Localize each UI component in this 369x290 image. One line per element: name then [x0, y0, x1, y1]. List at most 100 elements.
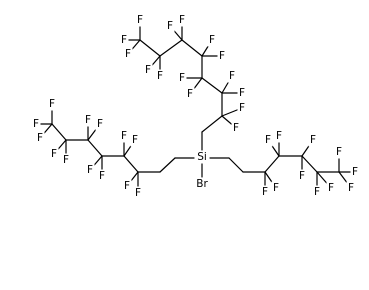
fluorine-atom: F	[314, 186, 320, 198]
fluorine-atom-group: F	[49, 147, 59, 161]
fluorine-atom: F	[179, 14, 185, 26]
fluorine-atom: F	[145, 64, 151, 76]
fluorine-atom-group: F	[346, 181, 356, 195]
fluorine-atom-halo	[326, 181, 336, 195]
fluorine-atom-halo	[130, 133, 140, 147]
fluorine-atom-halo	[97, 169, 107, 183]
fluorine-atom: F	[239, 102, 245, 114]
fluorine-atom-halo	[297, 169, 307, 183]
fluorine-atom-halo	[177, 71, 187, 85]
fluorine-atom-group: F	[123, 47, 133, 61]
fluorine-atom-halo	[31, 117, 41, 131]
fluorine-atom: F	[132, 134, 138, 146]
fluorine-atom-group: F	[263, 133, 273, 147]
fluorine-atom: F	[63, 154, 69, 166]
fluorine-atom-halo	[177, 13, 187, 27]
fluorine-atom-group: F	[227, 69, 237, 83]
fluorine-atom-halo	[35, 131, 45, 145]
fluorine-atom-group: F	[35, 131, 45, 145]
fluorine-atom-halo	[122, 179, 132, 193]
fluorine-atom-group: F	[83, 113, 93, 127]
fluorine-atom: F	[37, 132, 43, 144]
fluorine-atom: F	[273, 182, 279, 194]
bond-layer	[35, 19, 356, 194]
fluorine-atom-group: F	[334, 145, 344, 159]
silicon-atom: Si	[197, 151, 207, 163]
top-chain-bond	[139, 39, 161, 57]
bromine-atom-halo	[195, 177, 209, 191]
fluorine-atom-group: F	[95, 117, 105, 131]
fluorine-atom-halo	[119, 129, 129, 143]
top-chain-bond	[201, 77, 223, 94]
top-chain-bond	[181, 39, 203, 57]
fluorine-atom-halo	[231, 121, 241, 135]
fluorine-atom: F	[187, 88, 193, 100]
fluorine-atom-halo	[85, 163, 95, 177]
fluorine-atom: F	[209, 34, 215, 46]
fluorine-atom-group: F	[312, 185, 322, 199]
fluorine-atom-group: F	[133, 186, 143, 200]
fluorine-atom-halo	[185, 87, 195, 101]
fluorine-atom-group: F	[274, 129, 284, 143]
fluorine-atom: F	[262, 186, 268, 198]
silicon-atom-group: Si	[195, 150, 209, 164]
top-chain-bond	[201, 115, 223, 133]
fluorine-atom-halo	[83, 113, 93, 127]
fluorine-atom-halo	[271, 181, 281, 195]
fluorine-atom-halo	[207, 33, 217, 47]
fluorine-atom: F	[179, 72, 185, 84]
fluorine-atom-group: F	[135, 13, 145, 27]
left-chain-bond	[51, 123, 67, 141]
fluorine-atom-halo	[95, 117, 105, 131]
fluorine-atom: F	[99, 170, 105, 182]
fluorine-atom: F	[328, 182, 334, 194]
fluorine-atom: F	[167, 20, 173, 32]
fluorine-atom: F	[299, 170, 305, 182]
fluorine-atom-group: F	[130, 133, 140, 147]
fluorine-atom-halo	[165, 19, 175, 33]
fluorine-atom-halo	[61, 153, 71, 167]
bromine-atom: Br	[196, 178, 208, 190]
fluorine-atom-halo	[155, 69, 165, 83]
fluorine-atom: F	[219, 50, 225, 62]
fluorine-atom-halo	[143, 63, 153, 77]
fluorine-atom-group: F	[271, 181, 281, 195]
fluorine-atom: F	[157, 70, 163, 82]
fluorine-atom-group: F	[47, 97, 57, 111]
fluorine-atom-group: F	[237, 101, 247, 115]
fluorine-atom-group: F	[122, 179, 132, 193]
fluorine-atom: F	[276, 130, 282, 142]
fluorine-atom-group: F	[119, 33, 129, 47]
fluorine-atom-halo	[346, 181, 356, 195]
fluorine-atom-halo	[312, 185, 322, 199]
fluorine-atom-halo	[49, 147, 59, 161]
left-chain-bond	[159, 157, 176, 173]
fluorine-atom: F	[97, 118, 103, 130]
fluorine-atom-group: F	[260, 185, 270, 199]
fluorine-atom-halo	[135, 13, 145, 27]
fluorine-atom: F	[348, 182, 354, 194]
fluorine-atom-group: F	[326, 181, 336, 195]
fluorine-atom-group: F	[350, 165, 360, 179]
fluorine-atom: F	[229, 70, 235, 82]
bromine-atom-group: Br	[195, 177, 209, 191]
fluorine-atom-group: F	[297, 169, 307, 183]
fluorine-atom-group: F	[231, 121, 241, 135]
fluorine-atom-halo	[274, 129, 284, 143]
fluorine-atom-group: F	[119, 129, 129, 143]
fluorine-atom-halo	[47, 97, 57, 111]
fluorine-atom-group: F	[308, 133, 318, 147]
fluorine-atom-halo	[123, 47, 133, 61]
fluorine-atom-group: F	[31, 117, 41, 131]
fluorine-atom-halo	[334, 145, 344, 159]
fluorine-atom: F	[310, 134, 316, 146]
fluorine-atom: F	[33, 118, 39, 130]
fluorine-atom-halo	[217, 49, 227, 63]
fluorine-atom: F	[125, 48, 131, 60]
fluorine-atom-group: F	[237, 86, 247, 100]
fluorine-atom-group: F	[177, 71, 187, 85]
fluorine-atom-halo	[237, 101, 247, 115]
